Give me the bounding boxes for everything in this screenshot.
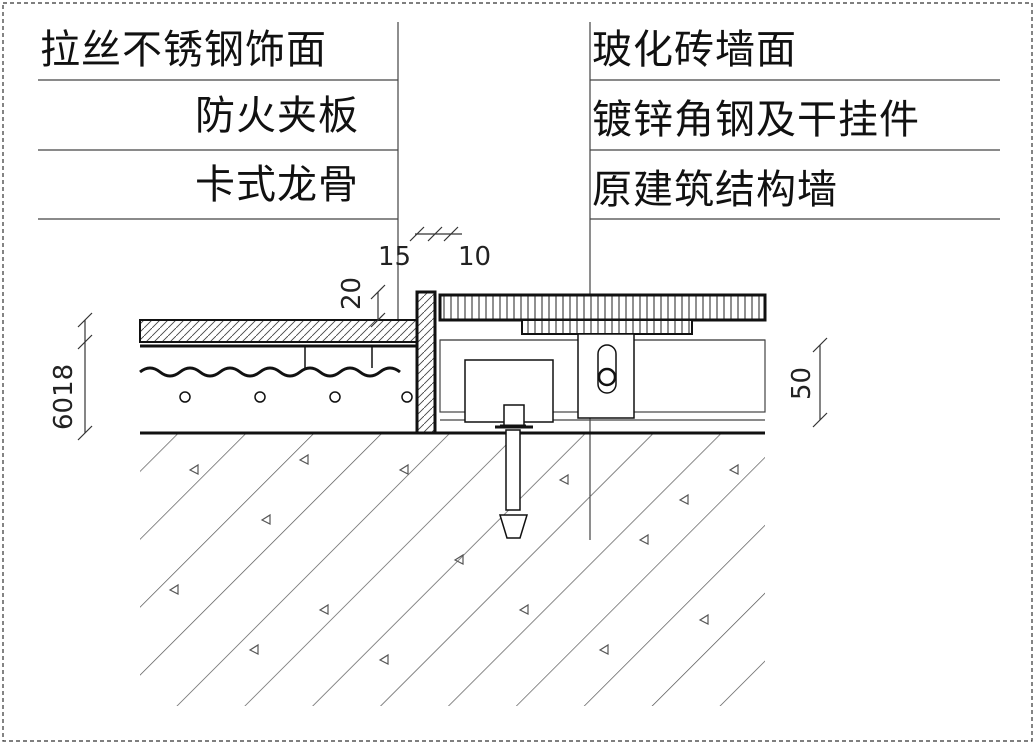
dim-15: 15 [378, 242, 411, 272]
dim-20: 20 [337, 277, 367, 310]
right-finish-layers [438, 293, 767, 539]
label-structural-wall: 原建筑结构墙 [592, 167, 838, 213]
label-fireproof-board: 防火夹板 [195, 93, 359, 139]
dimension-lines [77, 226, 828, 441]
label-galvanized-angle: 镀锌角钢及干挂件 [592, 97, 920, 143]
dim-50: 50 [787, 367, 817, 400]
label-stainless-finish: 拉丝不锈钢饰面 [40, 27, 327, 73]
label-card-keel: 卡式龙骨 [195, 162, 359, 208]
left-finish-layers [139, 290, 437, 435]
dim-10: 10 [458, 242, 491, 272]
dim-6018: 6018 [49, 364, 79, 430]
structural-wall [140, 431, 765, 706]
left-callout-lines [38, 22, 399, 330]
label-tile-wall: 玻化砖墙面 [592, 27, 797, 73]
